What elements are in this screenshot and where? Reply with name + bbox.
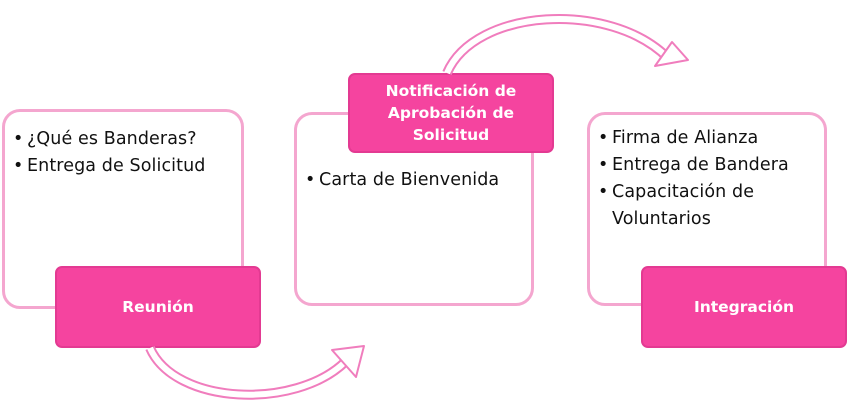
step-bullet-list: Carta de Bienvenida — [297, 115, 531, 194]
step-bullet-list: Firma de Alianza Entrega de Bandera Capa… — [590, 115, 824, 233]
step-label-reunion: Reunión — [55, 266, 261, 348]
step-bullet-list: ¿Qué es Banderas? Entrega de Solicitud — [5, 112, 241, 180]
bullet-item: Carta de Bienvenida — [305, 167, 523, 194]
bullet-item: Firma de Alianza — [598, 125, 816, 152]
bullet-item: Entrega de Solicitud — [13, 153, 233, 180]
step-label-text: Reunión — [122, 298, 194, 316]
step-label-text: Notificación de Aprobación de Solicitud — [385, 82, 517, 144]
bullet-item: ¿Qué es Banderas? — [13, 126, 233, 153]
bullet-item: Capacitación de Voluntarios — [598, 179, 816, 233]
step-label-text: Integración — [693, 298, 795, 316]
step-label-integracion: Integración — [641, 266, 847, 348]
bullet-item: Entrega de Bandera — [598, 152, 816, 179]
